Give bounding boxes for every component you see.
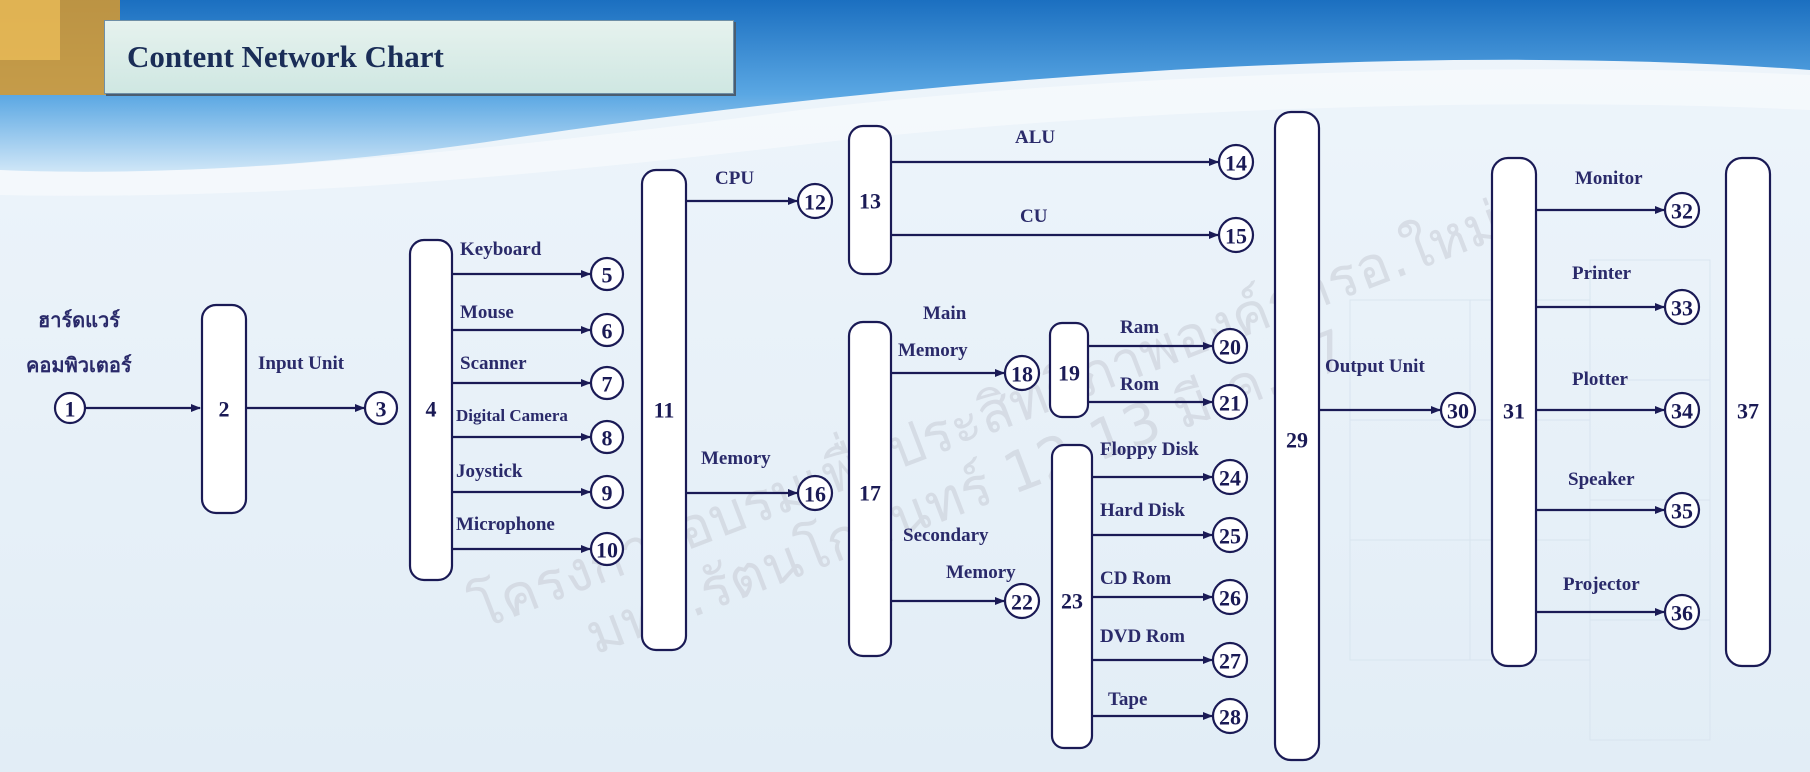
label-mouse: Mouse [460, 302, 514, 323]
label-joystick: Joystick [456, 461, 523, 482]
node-1-number: 1 [65, 397, 76, 422]
label-monitor: Monitor [1575, 168, 1643, 189]
node-27-number: 27 [1219, 649, 1241, 674]
label-alu: ALU [1015, 127, 1055, 148]
label-keyboard: Keyboard [460, 239, 542, 260]
label-digital-camera: Digital Camera [456, 406, 568, 425]
node-18-number: 18 [1011, 362, 1033, 387]
label-projector: Projector [1563, 574, 1640, 595]
label-floppy-disk: Floppy Disk [1100, 439, 1199, 460]
label-ram: Ram [1120, 317, 1159, 338]
node-30-number: 30 [1447, 399, 1469, 424]
node-20-number: 20 [1219, 335, 1241, 360]
node-26-number: 26 [1219, 586, 1241, 611]
node-2-number: 2 [219, 397, 230, 422]
node-3-number: 3 [376, 397, 387, 422]
node-10-number: 10 [596, 538, 618, 563]
node-17-number: 17 [859, 481, 881, 506]
label-plotter: Plotter [1572, 369, 1628, 390]
label-rom: Rom [1120, 374, 1159, 395]
node-7-number: 7 [602, 372, 613, 397]
label-dvd-rom: DVD Rom [1100, 626, 1185, 647]
node-22-number: 22 [1011, 590, 1033, 615]
node-32-number: 32 [1671, 199, 1693, 224]
node-12-number: 12 [804, 190, 826, 215]
node-21-number: 21 [1219, 391, 1241, 416]
node-16-number: 16 [804, 482, 826, 507]
label-hardware-line2: คอมพิวเตอร์ [26, 353, 132, 377]
node-34-number: 34 [1671, 399, 1693, 424]
label-tape: Tape [1108, 689, 1147, 710]
label-scanner: Scanner [460, 353, 527, 374]
node-4-number: 4 [426, 397, 437, 422]
label-microphone: Microphone [456, 514, 555, 535]
label-cu: CU [1020, 206, 1048, 227]
label-output-unit: Output Unit [1325, 356, 1425, 377]
label-main-line2: Memory [898, 340, 968, 361]
label-memory: Memory [701, 448, 771, 469]
node-24-number: 24 [1219, 466, 1241, 491]
label-hard-disk: Hard Disk [1100, 500, 1185, 521]
node-37-number: 37 [1737, 399, 1759, 424]
node-13-number: 13 [859, 189, 881, 214]
node-35-number: 35 [1671, 499, 1693, 524]
label-secondary-line1: Secondary [903, 525, 989, 546]
label-speaker: Speaker [1568, 469, 1635, 490]
node-23-number: 23 [1061, 589, 1083, 614]
node-31-number: 31 [1503, 399, 1525, 424]
node-29-number: 29 [1286, 428, 1308, 453]
node-28-number: 28 [1219, 705, 1241, 730]
node-6-number: 6 [602, 319, 613, 344]
node-33-number: 33 [1671, 296, 1693, 321]
node-25-number: 25 [1219, 524, 1241, 549]
label-input-unit: Input Unit [258, 353, 345, 374]
node-36-number: 36 [1671, 601, 1693, 626]
label-printer: Printer [1572, 263, 1632, 284]
node-8-number: 8 [602, 426, 613, 451]
node-11-number: 11 [654, 398, 675, 423]
node-14-number: 14 [1225, 151, 1247, 176]
label-main-line1: Main [923, 303, 967, 324]
node-19-number: 19 [1058, 361, 1080, 386]
node-5-number: 5 [602, 263, 613, 288]
label-secondary-line2: Memory [946, 562, 1016, 583]
label-hardware-line1: ฮาร์ดแวร์ [38, 308, 120, 332]
node-15-number: 15 [1225, 224, 1247, 249]
label-cd-rom: CD Rom [1100, 568, 1171, 589]
label-cpu: CPU [715, 168, 754, 189]
node-9-number: 9 [602, 481, 613, 506]
